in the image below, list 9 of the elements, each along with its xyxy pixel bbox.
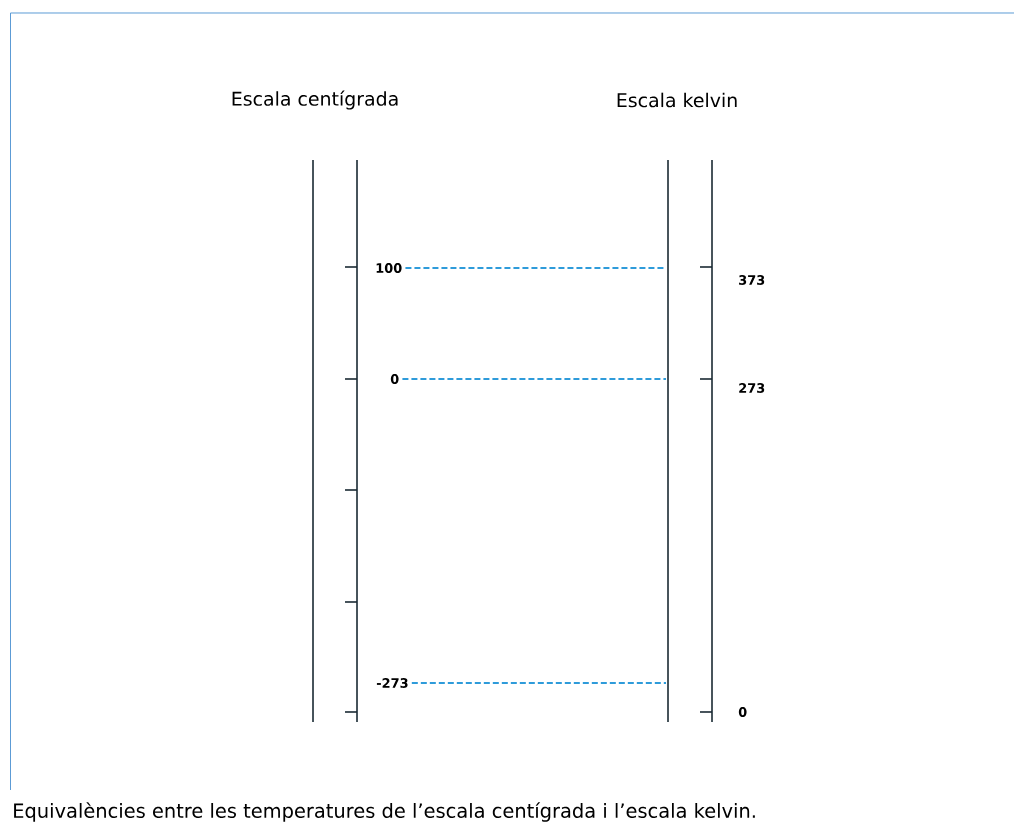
caption: Equivalències entre les temperatures de l’escala centígrada i l’escala kelvin.: [14, 802, 755, 822]
scale-value: -273: [376, 678, 408, 688]
scale-value: 0: [738, 707, 747, 717]
scale-value: 273: [739, 383, 765, 393]
scale-heading: Escala centígrada: [232, 90, 398, 110]
scale-value: 373: [739, 275, 765, 285]
scale-value: 100: [376, 263, 402, 273]
scale-heading: Escala kelvin: [617, 92, 737, 108]
scale-value: 0: [390, 374, 399, 384]
